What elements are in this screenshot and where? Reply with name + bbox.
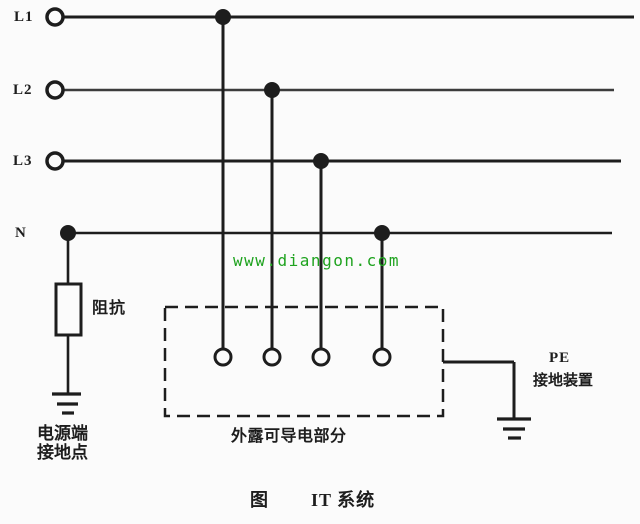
label-source-earth-line2: 接地点 [37, 443, 88, 462]
label-l1: L1 [14, 9, 34, 25]
terminal-l1 [45, 7, 65, 27]
exposed-parts-dashed-box [163, 305, 445, 418]
label-l2: L2 [13, 82, 33, 98]
label-earthing-device: 接地装置 [533, 373, 594, 389]
terminal-l3 [45, 151, 65, 171]
label-l3: L3 [13, 153, 33, 169]
label-n: N [15, 225, 27, 241]
load-terminal-4 [372, 347, 392, 367]
figure-caption: 图 IT 系统 [250, 486, 375, 512]
load-terminal-1 [213, 347, 233, 367]
label-exposed-conductive-parts: 外露可导电部分 [231, 428, 347, 445]
label-source-earth: 电源端 接地点 [37, 424, 88, 462]
load-terminal-2 [262, 347, 282, 367]
label-impedance: 阻抗 [92, 300, 127, 317]
figure-caption-prefix: 图 [250, 490, 269, 510]
source-earth-icon [52, 392, 81, 415]
load-terminal-3 [311, 347, 331, 367]
label-pe: PE [549, 350, 571, 366]
label-source-earth-line1: 电源端 [37, 424, 88, 443]
impedance-body [54, 282, 83, 337]
watermark-text: www.diangon.com [233, 251, 400, 270]
figure-caption-title: IT 系统 [311, 490, 376, 510]
terminal-l2 [45, 80, 65, 100]
junction-n-impedance [60, 225, 76, 241]
pe-earth-icon [497, 417, 531, 440]
